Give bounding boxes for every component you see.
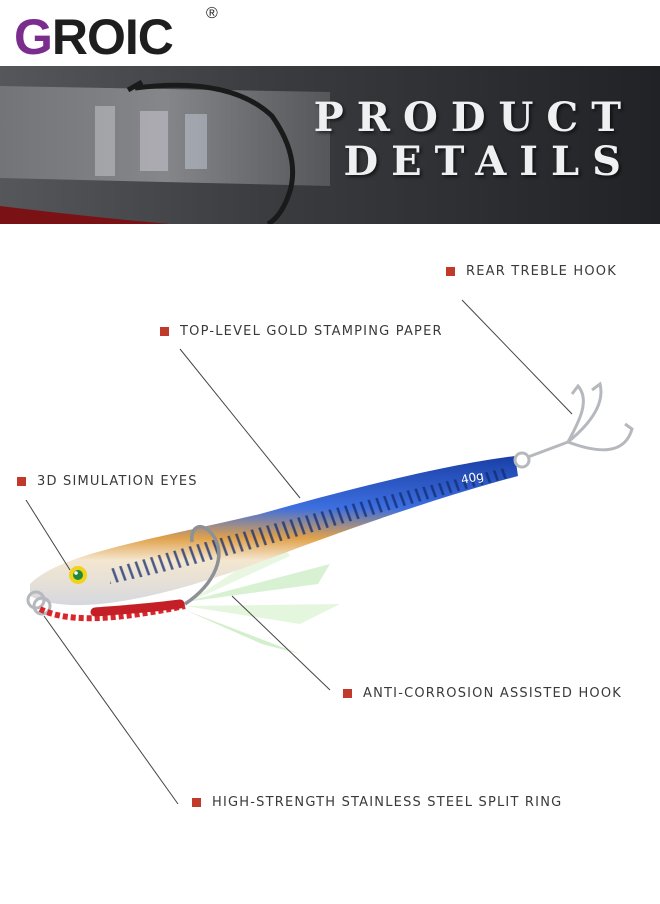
callout-rear-treble-hook: REAR TREBLE HOOK <box>446 264 617 279</box>
split-ring-icon <box>26 590 52 616</box>
brand-logo: GROIC ® <box>14 6 218 66</box>
product-details-banner: PRODUCT DETAILS <box>0 66 660 224</box>
callout-gold-stamping-paper: TOP-LEVEL GOLD STAMPING PAPER <box>160 324 443 339</box>
callout-marker <box>446 267 455 276</box>
callout-marker <box>343 689 352 698</box>
callout-label: REAR TREBLE HOOK <box>466 264 617 279</box>
fishing-jig-illustration: 40g <box>25 299 634 805</box>
callout-label: ANTI-CORROSION ASSISTED HOOK <box>363 686 623 701</box>
callout-marker <box>17 477 26 486</box>
banner-title-line2: DETAILS <box>343 138 634 185</box>
callout-assisted-hook: ANTI-CORROSION ASSISTED HOOK <box>343 686 622 701</box>
banner-title: PRODUCT DETAILS <box>314 96 634 184</box>
assist-line-icon <box>38 599 186 622</box>
callout-label: TOP-LEVEL GOLD STAMPING PAPER <box>180 324 443 339</box>
lure-eye-icon <box>69 566 87 584</box>
callout-split-ring: HIGH-STRENGTH STAINLESS STEEL SPLIT RING <box>192 795 562 810</box>
callout-label: HIGH-STRENGTH STAINLESS STEEL SPLIT RING <box>212 795 563 810</box>
callout-3d-eyes: 3D SIMULATION EYES <box>17 474 198 489</box>
banner-hook-photo <box>0 79 330 224</box>
callout-marker <box>192 798 201 807</box>
callout-label: 3D SIMULATION EYES <box>37 474 198 489</box>
weight-label: 40g <box>460 468 485 486</box>
callout-leader-lines <box>25 299 573 805</box>
rear-treble-hook-icon <box>513 381 634 469</box>
callout-marker <box>160 327 169 336</box>
banner-title-line1: PRODUCT <box>313 94 634 141</box>
assist-feather-skirt <box>185 542 340 654</box>
logo-letter-g: G <box>14 9 53 65</box>
registered-mark: ® <box>206 5 218 22</box>
assisted-hook-icon <box>184 524 221 606</box>
lure-scale-pattern <box>110 468 508 584</box>
logo-wordmark: ROIC <box>51 9 174 65</box>
